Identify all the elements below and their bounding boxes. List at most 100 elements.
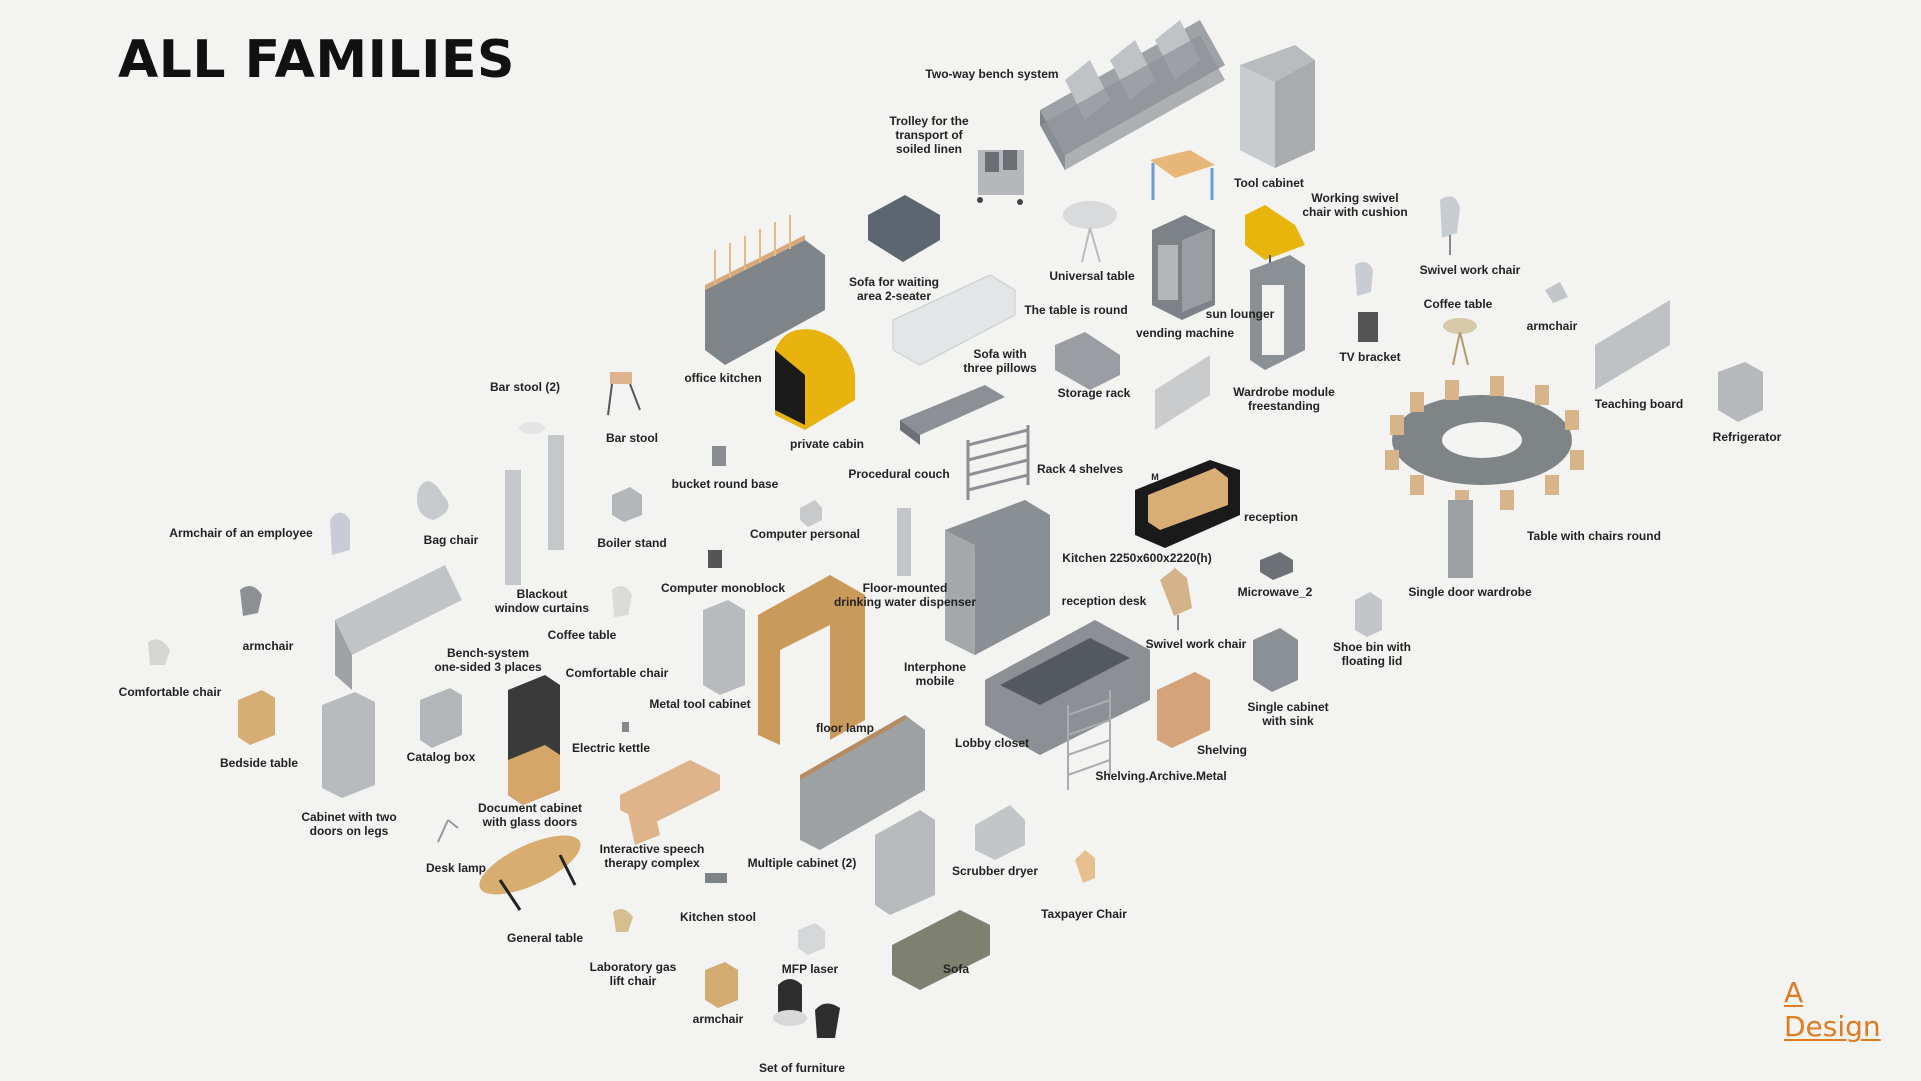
shelving-icon xyxy=(1157,672,1210,748)
label-armchair-left: armchair xyxy=(242,639,294,653)
set-of-furniture-icon xyxy=(773,979,840,1038)
label-boiler-stand: Boiler stand xyxy=(597,536,667,550)
label-table-chairs-round: Table with chairs round xyxy=(1527,529,1661,543)
reception-mark: M xyxy=(1151,472,1159,482)
document-cabinet-icon xyxy=(508,675,560,805)
label-bedside-table: Bedside table xyxy=(219,756,299,770)
cabinet-two-doors-icon xyxy=(322,692,375,798)
label-universal-table: Universal table xyxy=(1049,269,1135,283)
label-swivel-work-chair-mid: Swivel work chair xyxy=(1145,637,1247,651)
label-wardrobe-module: Wardrobe module freestanding xyxy=(1233,385,1335,413)
sun-lounger-icon xyxy=(1155,355,1210,430)
label-sofa-three-pillows: Sofa with three pillows xyxy=(963,347,1037,375)
comfortable-chair-icon xyxy=(148,639,170,665)
shoe-bin-icon xyxy=(1355,592,1382,637)
universal-table-icon xyxy=(1150,150,1215,200)
computer-personal-icon xyxy=(800,500,822,527)
label-electric-kettle: Electric kettle xyxy=(571,741,651,755)
sofa-three-pillows-icon xyxy=(892,274,1016,366)
label-teaching-board: Teaching board xyxy=(1594,397,1684,411)
storage-rack-icon xyxy=(1055,332,1120,390)
label-refrigerator: Refrigerator xyxy=(1712,430,1782,444)
trolley-icon xyxy=(977,150,1024,205)
label-floor-lamp: floor lamp xyxy=(815,721,875,735)
label-armchair-right: armchair xyxy=(1526,319,1578,333)
label-reception: reception xyxy=(1243,510,1299,524)
label-sofa-waiting-area: Sofa for waiting area 2-seater xyxy=(849,275,939,303)
label-shelving: Shelving xyxy=(1196,743,1248,757)
label-bar-stool-2: Bar stool (2) xyxy=(489,380,561,394)
sofa-waiting-area-icon xyxy=(868,195,940,262)
reception-desk-icon xyxy=(985,620,1150,755)
label-storage-rack: Storage rack xyxy=(1057,386,1131,400)
label-speech-therapy-complex: Interactive speech therapy complex xyxy=(599,842,705,870)
private-cabin-icon xyxy=(775,329,855,430)
sofa-icon xyxy=(892,910,990,990)
multiple-cabinet-icon xyxy=(800,715,925,850)
bar-stool-icon xyxy=(607,372,641,416)
armchair-employee-icon xyxy=(330,512,350,555)
label-sofa: Sofa xyxy=(942,962,970,976)
procedural-couch-icon xyxy=(900,385,1005,445)
tv-bracket-icon xyxy=(1355,261,1378,342)
label-comfortable-chair-left: Comfortable chair xyxy=(118,685,222,699)
reception-icon xyxy=(1135,460,1240,548)
wardrobe-module-icon xyxy=(1250,255,1305,370)
bench-system-icon xyxy=(335,565,462,690)
label-kitchen-stool: Kitchen stool xyxy=(679,910,757,924)
coffee-table-icon xyxy=(1443,318,1477,366)
label-interphone-mobile: Interphone mobile xyxy=(904,660,966,688)
label-procedural-couch: Procedural couch xyxy=(848,467,950,481)
blackout-curtains-icon xyxy=(505,435,564,585)
armchair-bottom-icon xyxy=(705,962,738,1008)
label-tool-cabinet: Tool cabinet xyxy=(1234,176,1304,190)
microwave-icon xyxy=(1260,552,1293,580)
page-title: ALL FAMILIES xyxy=(118,30,515,90)
office-kitchen-icon xyxy=(705,215,825,365)
label-mfp-laser: MFP laser xyxy=(781,962,839,976)
mfp-laser-icon xyxy=(798,923,825,955)
swivel-work-chair-icon xyxy=(1440,196,1460,255)
label-private-cabin: private cabin xyxy=(789,437,865,451)
single-cabinet-sink-icon xyxy=(1253,628,1298,692)
computer-monoblock-icon xyxy=(708,550,722,568)
label-rack-4-shelves: Rack 4 shelves xyxy=(1036,462,1124,476)
label-metal-tool-cabinet: Metal tool cabinet xyxy=(649,697,751,711)
brand-logo: A Design xyxy=(1784,976,1881,1044)
label-reception-desk: reception desk xyxy=(1061,594,1147,608)
logo-line-2: Design xyxy=(1784,1010,1881,1043)
label-shoe-bin: Shoe bin with floating lid xyxy=(1333,640,1411,668)
label-armchair-bottom: armchair xyxy=(692,1012,744,1026)
label-cabinet-two-doors: Cabinet with two doors on legs xyxy=(301,810,397,838)
catalog-box-icon xyxy=(420,688,462,748)
label-multiple-cabinet: Multiple cabinet (2) xyxy=(747,856,857,870)
kitchen-icon xyxy=(945,500,1050,655)
label-armchair-employee: Armchair of an employee xyxy=(169,526,313,540)
label-bench-system: Bench-system one-sided 3 places xyxy=(434,646,542,674)
label-office-kitchen: office kitchen xyxy=(684,371,762,385)
label-lobby-closet: Lobby closet xyxy=(954,736,1030,750)
label-kitchen: Kitchen 2250x600x2220(h) xyxy=(1062,551,1212,565)
lab-chair-icon xyxy=(613,908,633,932)
label-desk-lamp: Desk lamp xyxy=(425,861,487,875)
label-coffee-table-right: Coffee table xyxy=(1423,297,1493,311)
table-with-chairs-round-icon xyxy=(1385,376,1584,578)
label-set-of-furniture: Set of furniture xyxy=(759,1061,845,1075)
label-two-way-bench-system: Two-way bench system xyxy=(925,67,1059,81)
desk-lamp-icon xyxy=(437,819,459,843)
label-bucket-round-base: bucket round base xyxy=(671,477,779,491)
armchair-icon xyxy=(1545,282,1568,303)
label-water-dispenser: Floor-mounted drinking water dispenser xyxy=(833,581,977,609)
tool-cabinet-icon xyxy=(1240,45,1315,168)
label-lab-gas-lift-chair: Laboratory gas lift chair xyxy=(589,960,677,988)
label-single-cabinet-sink: Single cabinet with sink xyxy=(1247,700,1329,728)
label-document-cabinet: Document cabinet with glass doors xyxy=(477,801,583,829)
label-computer-monoblock: Computer monoblock xyxy=(660,581,786,595)
label-table-round: The table is round xyxy=(1024,303,1128,317)
water-dispenser-icon xyxy=(897,508,911,576)
armchair-left-icon xyxy=(240,586,262,616)
kitchen-stool-icon xyxy=(705,873,727,883)
rack-4-shelves-icon xyxy=(966,425,1030,500)
shelving-archive-metal-icon xyxy=(1067,690,1111,790)
